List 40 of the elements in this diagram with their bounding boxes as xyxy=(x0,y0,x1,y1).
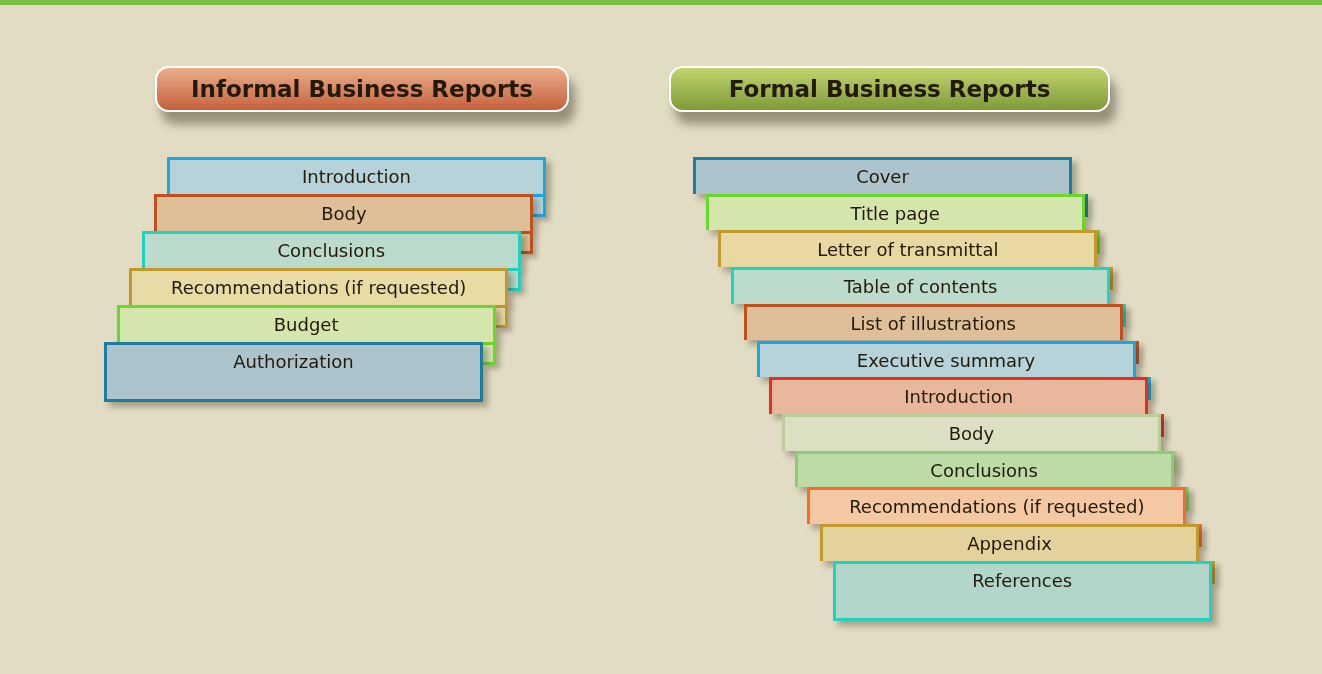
section-label: List of illustrations xyxy=(849,312,1017,335)
section-label: Body xyxy=(947,422,996,445)
section-header xyxy=(155,66,569,112)
section-label: Recommendations (if requested) xyxy=(848,496,1146,519)
report-section-card xyxy=(769,377,1149,414)
report-section-card xyxy=(756,340,1136,378)
report-section-card xyxy=(743,303,1123,341)
report-section-card xyxy=(731,267,1111,304)
report-section-card xyxy=(141,231,521,268)
report-section-card xyxy=(154,194,534,231)
section-label: Conclusions xyxy=(929,459,1039,482)
section-label: Recommendations (if requested) xyxy=(170,277,468,299)
section-label: Introduction xyxy=(903,386,1015,409)
report-section-card xyxy=(129,268,509,305)
header-title: Informal Business Reports xyxy=(191,76,533,102)
report-section-card xyxy=(794,450,1174,488)
section-label: Introduction xyxy=(301,166,412,188)
report-section-card xyxy=(705,193,1085,231)
section-label: References xyxy=(971,569,1074,592)
section-label: Letter of transmittal xyxy=(816,239,1000,262)
report-section-card xyxy=(167,157,546,194)
header-title: Formal Business Reports xyxy=(728,76,1051,102)
section-label: Authorization xyxy=(232,351,355,373)
section-label: Body xyxy=(320,203,368,225)
report-section-card xyxy=(116,305,496,342)
report-section-card xyxy=(781,413,1161,451)
report-section-card xyxy=(718,230,1098,268)
section-label: Executive summary xyxy=(855,349,1037,372)
section-label: Table of contents xyxy=(842,276,999,299)
report-section-card xyxy=(807,487,1187,524)
section-label: Appendix xyxy=(966,533,1053,555)
report-section-card xyxy=(832,560,1212,621)
report-section-card xyxy=(693,157,1072,194)
section-label: Budget xyxy=(272,314,340,336)
report-section-card xyxy=(104,342,483,402)
section-label: Title page xyxy=(849,202,941,225)
section-header xyxy=(669,66,1110,112)
section-label: Conclusions xyxy=(276,240,387,262)
section-label: Cover xyxy=(855,166,910,188)
report-section-card xyxy=(820,524,1199,561)
